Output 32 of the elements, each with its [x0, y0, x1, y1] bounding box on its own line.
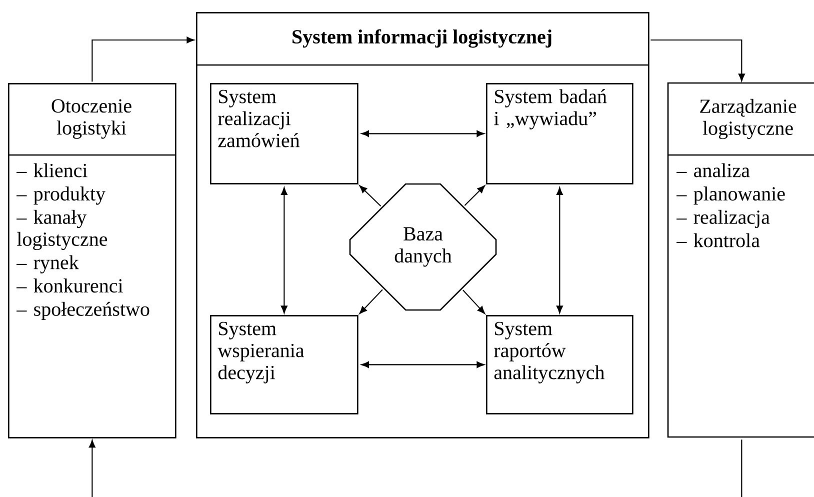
- process-box: System raportów analitycznych: [486, 315, 634, 414]
- arrow: [556, 187, 563, 314]
- list-panel: [8, 83, 176, 438]
- arrow: [462, 290, 486, 314]
- system-heading: System informacji logistycznej: [292, 29, 552, 48]
- arrow: [650, 39, 745, 82]
- arrow: [361, 361, 484, 368]
- list-item: – kanały logistyczne: [16, 210, 108, 250]
- panel-heading: Otoczenie logistyki: [52, 99, 132, 139]
- list-item: – rynek: [16, 255, 79, 274]
- list-item: – konkurenci: [16, 278, 123, 293]
- list-item: – produkty: [16, 186, 106, 205]
- list-item: – społeczeństwo: [16, 302, 150, 320]
- process-box: System realizacji zamówień: [210, 83, 358, 184]
- arrow: [92, 36, 194, 82]
- process-box: System badań i „wywiadu”: [486, 83, 634, 184]
- arrow: [359, 289, 383, 314]
- list-item: – analiza: [676, 163, 750, 178]
- arrow: [359, 185, 382, 206]
- list-item: – kontrola: [676, 233, 760, 248]
- process-box: System wspierania decyzji: [210, 315, 358, 414]
- panel-heading: Zarządzanie logistyczne: [700, 98, 796, 140]
- arrow: [361, 130, 484, 137]
- arrow: [88, 440, 96, 497]
- list-item: – realizacja: [676, 210, 770, 228]
- database-octagon: Baza danych: [349, 183, 497, 311]
- list-item: – klienci: [16, 163, 88, 178]
- list-panel: [667, 82, 814, 438]
- system-frame: [196, 12, 650, 438]
- arrow: [464, 185, 486, 206]
- arrow: [280, 187, 288, 314]
- list-item: – planowanie: [676, 186, 785, 205]
